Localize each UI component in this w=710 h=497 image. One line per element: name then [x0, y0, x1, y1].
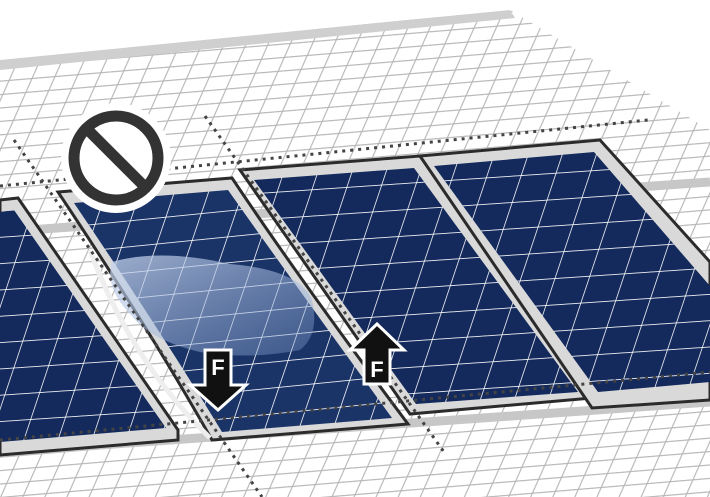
force-arrow-up: F: [346, 321, 408, 386]
force-label-up: F: [370, 357, 383, 382]
force-label-down: F: [211, 355, 224, 380]
force-arrow-down: F: [186, 348, 250, 413]
distortion-highlight: [110, 255, 315, 356]
solar-panel-left: [0, 196, 180, 457]
prohibited-icon: [61, 103, 171, 213]
solar-panel-right: [417, 138, 710, 410]
solar-panel-deformed: [55, 176, 411, 442]
dotted-guide-lines: [0, 115, 710, 497]
